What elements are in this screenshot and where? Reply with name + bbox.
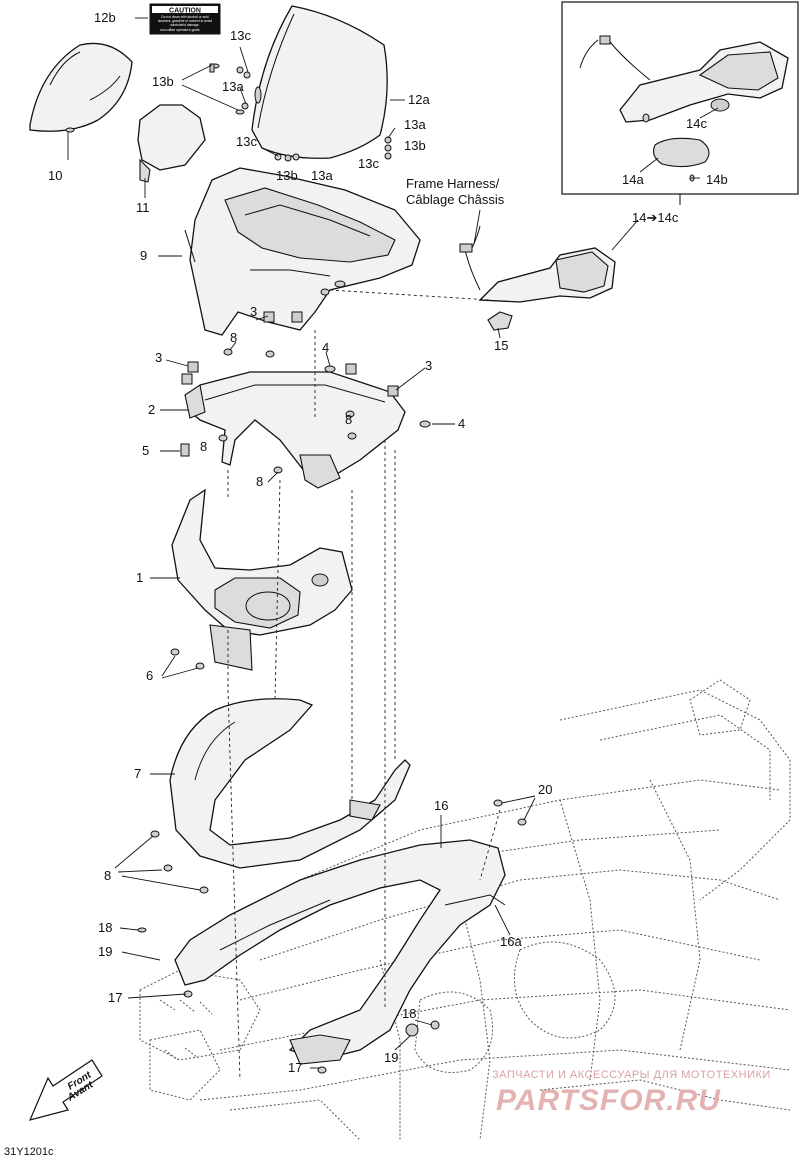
callout-13c-3: 13c: [358, 156, 379, 171]
inset-box-14: [561, 1, 799, 205]
callout-8-d: 8: [256, 474, 263, 489]
frame-harness-line-1: Frame Harness/: [406, 176, 500, 191]
caution-line-4: See operator's guide.: [169, 28, 200, 32]
callout-8-a: 8: [230, 330, 237, 345]
part-15-pad: [487, 311, 513, 331]
callout-13a-1: 13a: [222, 79, 244, 94]
callout-13c-1: 13c: [230, 28, 251, 43]
callout-8-b: 8: [345, 412, 352, 427]
callout-2: 2: [148, 402, 155, 417]
callout-10: 10: [48, 168, 62, 183]
part-7-lower-fairing: [150, 698, 411, 894]
callout-13a-2: 13a: [404, 117, 426, 132]
front-arrow: Front Avant: [28, 1059, 103, 1121]
watermark: ЗАПЧАСТИ И АКСЕССУАРЫ ДЛЯ МОТОТЕХНИКИ PA…: [492, 1069, 771, 1117]
caution-line-1: Do not clean with alcohol or acid: [161, 15, 209, 19]
callout-12a: 12a: [408, 92, 430, 107]
callout-18-b: 18: [402, 1006, 416, 1021]
callout-18-a: 18: [98, 920, 112, 935]
part-11-bracket: [137, 104, 206, 183]
callout-13b-1: 13b: [152, 74, 174, 89]
callout-14c: 14c: [686, 116, 707, 131]
diagram-code: 31Y1201c: [4, 1146, 54, 1158]
callout-3-b: 3: [155, 350, 162, 365]
callout-13c-2: 13c: [236, 134, 257, 149]
callout-16a: 16a: [500, 934, 522, 949]
callout-17-a: 17: [108, 990, 122, 1005]
callout-19-b: 19: [384, 1050, 398, 1065]
part-9-upper-fairing: [184, 167, 421, 336]
callout-14-range: 14➔14c: [632, 210, 679, 225]
caution-code: 0000-000: [160, 28, 172, 32]
caution-line-2: cleaners, gasoline or solvent to avoid: [158, 19, 212, 23]
caution-line-3: windshield damage.: [170, 23, 199, 27]
part-2-support-bracket: [184, 371, 406, 489]
callout-14a: 14a: [622, 172, 644, 187]
callout-20: 20: [538, 782, 552, 797]
hardware-13-top: [209, 63, 392, 162]
callout-6: 6: [146, 668, 153, 683]
callout-12b: 12b: [94, 10, 116, 25]
callout-11: 11: [136, 200, 150, 215]
callout-4-a: 4: [322, 340, 329, 355]
callout-15: 15: [494, 338, 508, 353]
callout-3-c: 3: [425, 358, 432, 373]
caution-title: CAUTION: [169, 8, 201, 15]
callout-17-b: 17: [288, 1060, 302, 1075]
frame-harness-line-2: Câblage Châssis: [406, 192, 505, 207]
watermark-line-2: PARTSFOR.RU: [496, 1084, 721, 1117]
projection-line: [329, 289, 491, 301]
callout-1: 1: [136, 570, 143, 585]
callout-13b-3: 13b: [276, 168, 298, 183]
part-12a-windshield: [251, 5, 388, 159]
callout-5: 5: [142, 443, 149, 458]
callout-8-c: 8: [200, 439, 207, 454]
part-10-visor: [29, 42, 133, 133]
leader-lines: [67, 17, 719, 1069]
callout-13a-3: 13a: [311, 168, 333, 183]
watermark-line-1: ЗАПЧАСТИ И АКСЕССУАРЫ ДЛЯ МОТОТЕХНИКИ: [492, 1069, 771, 1081]
callout-9: 9: [140, 248, 147, 263]
callout-labels: 12b 13c 13b 13a 12a 13c 13a 13b 13c 13b …: [48, 10, 728, 1075]
alignment-lines: [227, 330, 501, 1081]
callout-7: 7: [134, 766, 141, 781]
part-1-headlight: [170, 488, 353, 671]
callout-16: 16: [434, 798, 448, 813]
caution-label-12b: CAUTION Do not clean with alcohol or aci…: [149, 3, 221, 35]
part-14-mirror-inset: [579, 35, 789, 182]
hardware-2: [180, 311, 431, 474]
callout-3-a: 3: [250, 304, 257, 319]
callout-4-b: 4: [458, 416, 465, 431]
callout-13b-2: 13b: [404, 138, 426, 153]
part-16-side-panel: [137, 799, 527, 1074]
callout-19-a: 19: [98, 944, 112, 959]
callout-8-e: 8: [104, 868, 111, 883]
part-14-mirror-main: [459, 225, 616, 303]
callout-14b: 14b: [706, 172, 728, 187]
